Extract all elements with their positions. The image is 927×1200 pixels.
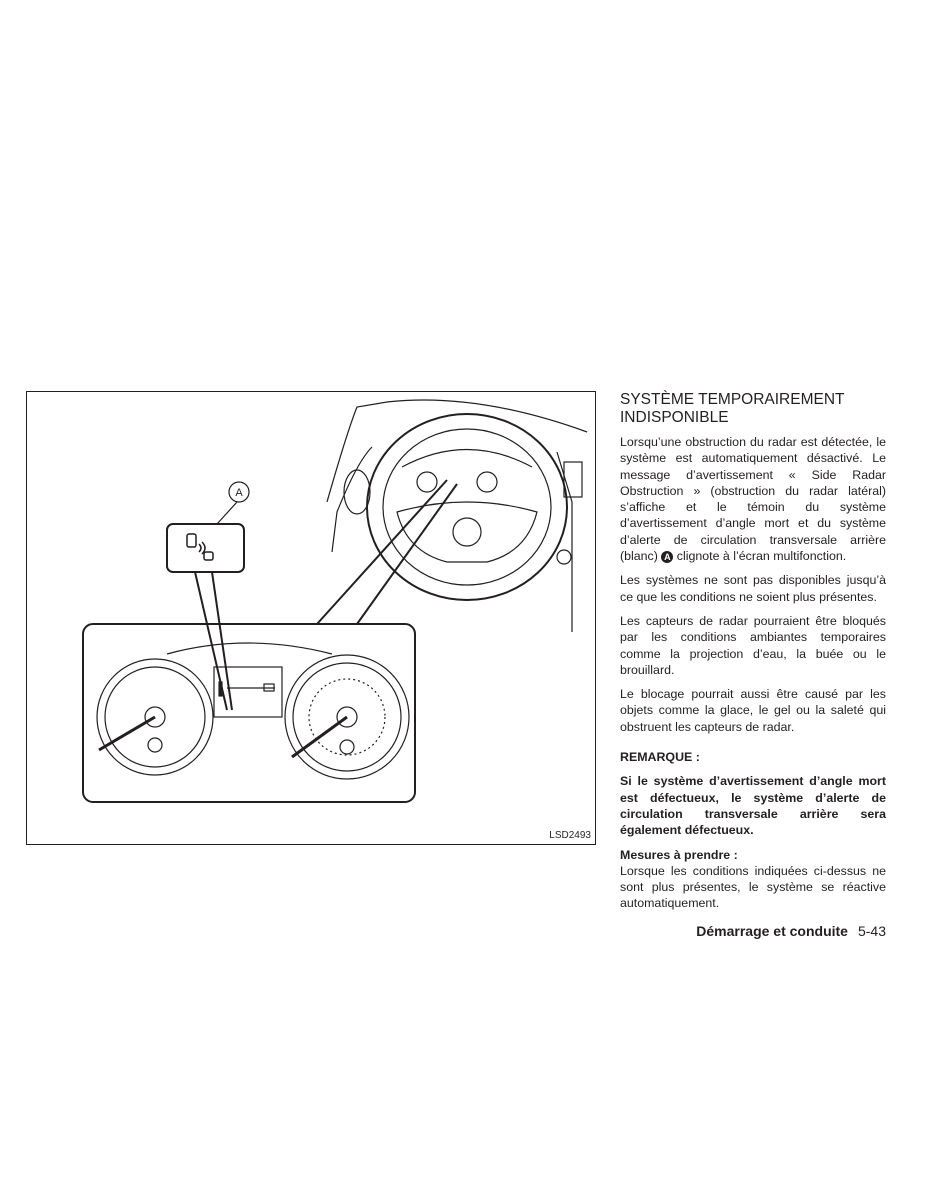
paragraph-unavailable: Les systèmes ne sont pas disponibles jus… (620, 573, 886, 604)
illustration-figure: A LSD2493 (26, 391, 596, 845)
section-title: SYSTÈME TEMPORAIREMENT INDISPONIBLE (620, 391, 845, 426)
paragraph-conditions: Les capteurs de radar pourraient être bl… (620, 613, 886, 677)
page-number: 5-43 (857, 922, 886, 939)
callout-a-circle (228, 481, 250, 503)
action-text: Lorsque les conditions indiquées ci-dess… (620, 863, 886, 911)
paragraph-obstruction: Lorsqu’une obstruction du radar est déte… (620, 434, 886, 564)
p1-text-end: clignote à l’écran multifonction. (676, 549, 847, 564)
note-text: Si le système d’avertissement d’angle mo… (620, 774, 886, 838)
dashboard-illustration: A (82, 399, 588, 803)
left-gauge (96, 658, 214, 776)
instrument-cluster-panel (82, 623, 416, 803)
footer-section: Démarrage et conduite (696, 922, 848, 939)
blind-spot-indicator-icon (186, 533, 214, 561)
indicator-callout-box (166, 523, 245, 573)
text-column: SYSTÈME TEMPORAIREMENT INDISPONIBLE Lors… (620, 391, 886, 940)
figure-code: LSD2493 (549, 830, 591, 841)
callout-a-label: A (235, 487, 243, 499)
p1-text: Lorsqu’une obstruction du radar est déte… (620, 435, 886, 564)
marker-a-icon: A (661, 551, 674, 564)
right-gauge (284, 654, 410, 780)
action-heading: Mesures à prendre : (620, 847, 738, 862)
note-heading: REMARQUE : (620, 750, 700, 765)
page-footer: Démarrage et conduite 5-43 (620, 922, 886, 940)
paragraph-blockage: Le blocage pourrait aussi être causé par… (620, 687, 886, 734)
steering-wheel (366, 413, 568, 601)
multi-function-display (213, 666, 283, 718)
